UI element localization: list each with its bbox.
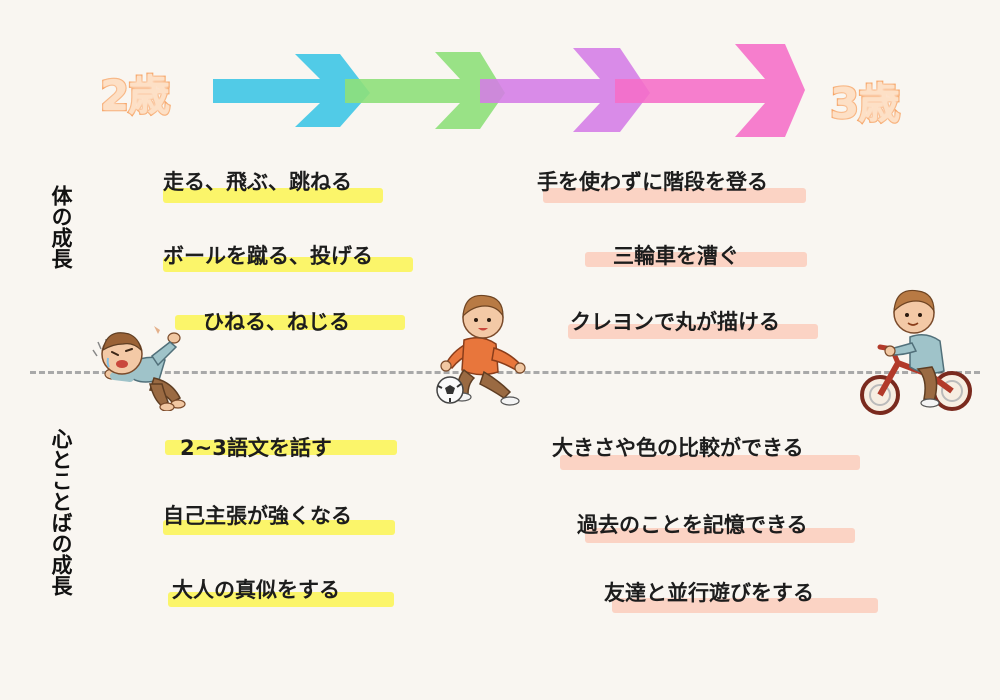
soccer-child-icon — [436, 294, 526, 406]
highlight — [568, 324, 818, 339]
highlight — [543, 188, 806, 203]
mind-left-item-1: 2~3語文を話す — [180, 436, 332, 460]
body-left-item-1: 走る、飛ぶ、跳ねる — [163, 170, 352, 194]
mind-right-item-2: 過去のことを記憶できる — [577, 513, 808, 537]
progress-arrows — [213, 44, 805, 137]
age-end-label: 3歳 — [829, 78, 902, 130]
highlight — [165, 440, 397, 455]
body-right-item-3: クレヨンで丸が描ける — [570, 310, 780, 334]
body-left-item-3: ひねる、ねじる — [203, 310, 350, 334]
highlight — [585, 252, 807, 267]
balance-bike-child-icon — [860, 289, 972, 415]
highlight — [585, 528, 855, 543]
highlight — [163, 520, 395, 535]
body-left-item-2: ボールを蹴る、投げる — [163, 244, 373, 268]
age-start-label: 2歳 — [99, 70, 172, 122]
highlight — [163, 188, 383, 203]
section-label-body: 体の成長 — [49, 185, 73, 269]
highlight — [175, 315, 405, 330]
highlight — [560, 455, 860, 470]
highlight — [612, 598, 878, 613]
arrow-purple — [480, 48, 650, 132]
highlight — [163, 257, 413, 272]
tantrum-child-icon — [92, 326, 186, 411]
section-label-mind: 心とことばの成長 — [49, 428, 73, 596]
arrow-cyan — [213, 54, 370, 127]
mind-right-item-1: 大きさや色の比較ができる — [552, 436, 804, 460]
mind-left-item-3: 大人の真似をする — [172, 578, 340, 602]
arrow-pink — [615, 44, 805, 137]
arrow-green — [345, 52, 505, 129]
section-divider — [30, 371, 980, 374]
highlight — [168, 592, 394, 607]
body-right-item-2: 三輪車を漕ぐ — [613, 244, 739, 268]
mind-left-item-2: 自己主張が強くなる — [163, 504, 352, 528]
body-right-item-1: 手を使わずに階段を登る — [537, 170, 768, 194]
mind-right-item-3: 友達と並行遊びをする — [604, 581, 814, 605]
